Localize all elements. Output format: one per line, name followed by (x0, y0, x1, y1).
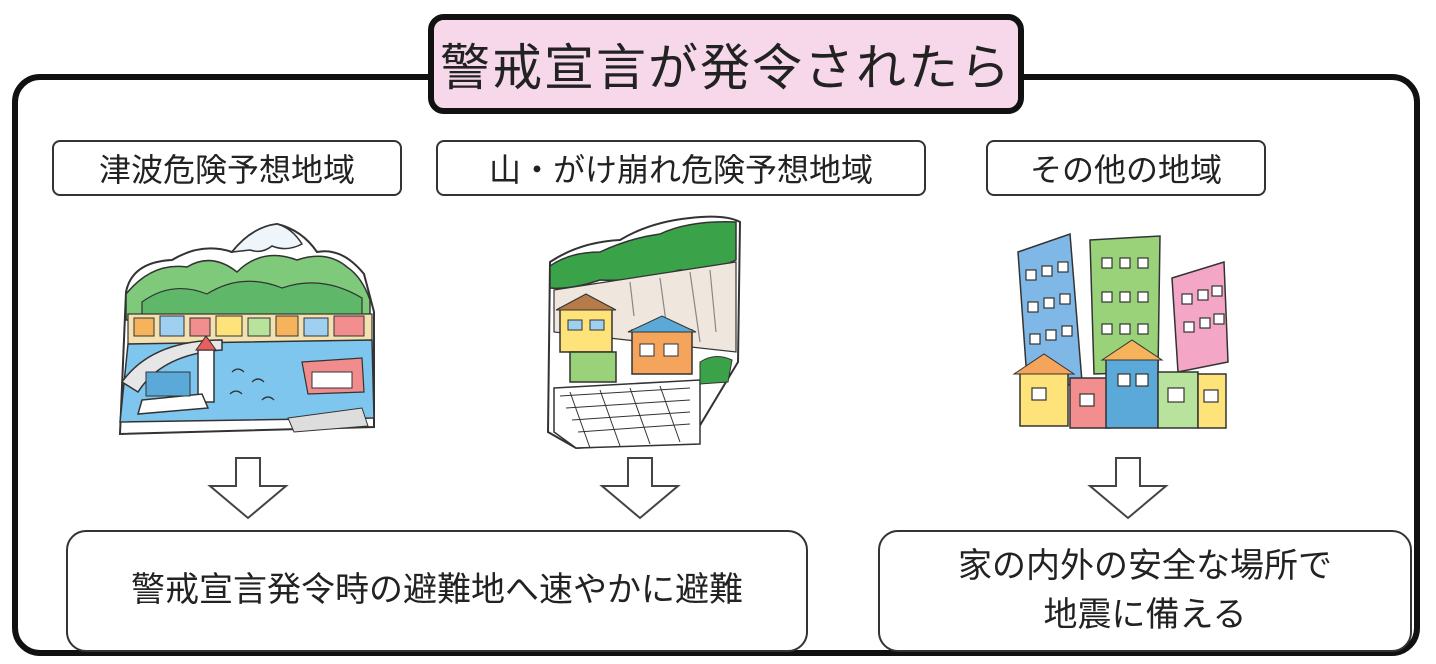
action-evacuate-text: 警戒宣言発令時の避難地へ速やかに避難 (131, 570, 743, 611)
down-arrow-icon (207, 457, 289, 520)
region-label-landslide-text: 山・がけ崩れ危険予想地域 (488, 151, 873, 189)
down-arrow-icon (599, 457, 681, 520)
city-buildings-illustration (1012, 232, 1229, 429)
action-shelter-line2: 地震に備える (1043, 595, 1247, 635)
region-label-tsunami-text: 津波危険予想地域 (98, 151, 355, 189)
action-shelter-line1: 家の内外の安全な場所で (958, 545, 1332, 586)
cliff-houses-illustration (546, 215, 742, 450)
region-label-other: その他の地域 (986, 140, 1266, 196)
action-box-evacuate: 警戒宣言発令時の避難地へ速やかに避難 (66, 530, 808, 652)
region-label-tsunami: 津波危険予想地域 (52, 140, 402, 196)
harbor-town-illustration (118, 222, 375, 436)
page-title: 警戒宣言が発令されたら (428, 14, 1024, 114)
region-label-other-text: その他の地域 (1029, 151, 1222, 189)
action-box-shelter: 家の内外の安全な場所で 地震に備える (878, 530, 1412, 652)
region-label-landslide: 山・がけ崩れ危険予想地域 (436, 140, 926, 196)
page-title-text: 警戒宣言が発令されたら (440, 39, 1012, 97)
down-arrow-icon (1087, 457, 1169, 520)
